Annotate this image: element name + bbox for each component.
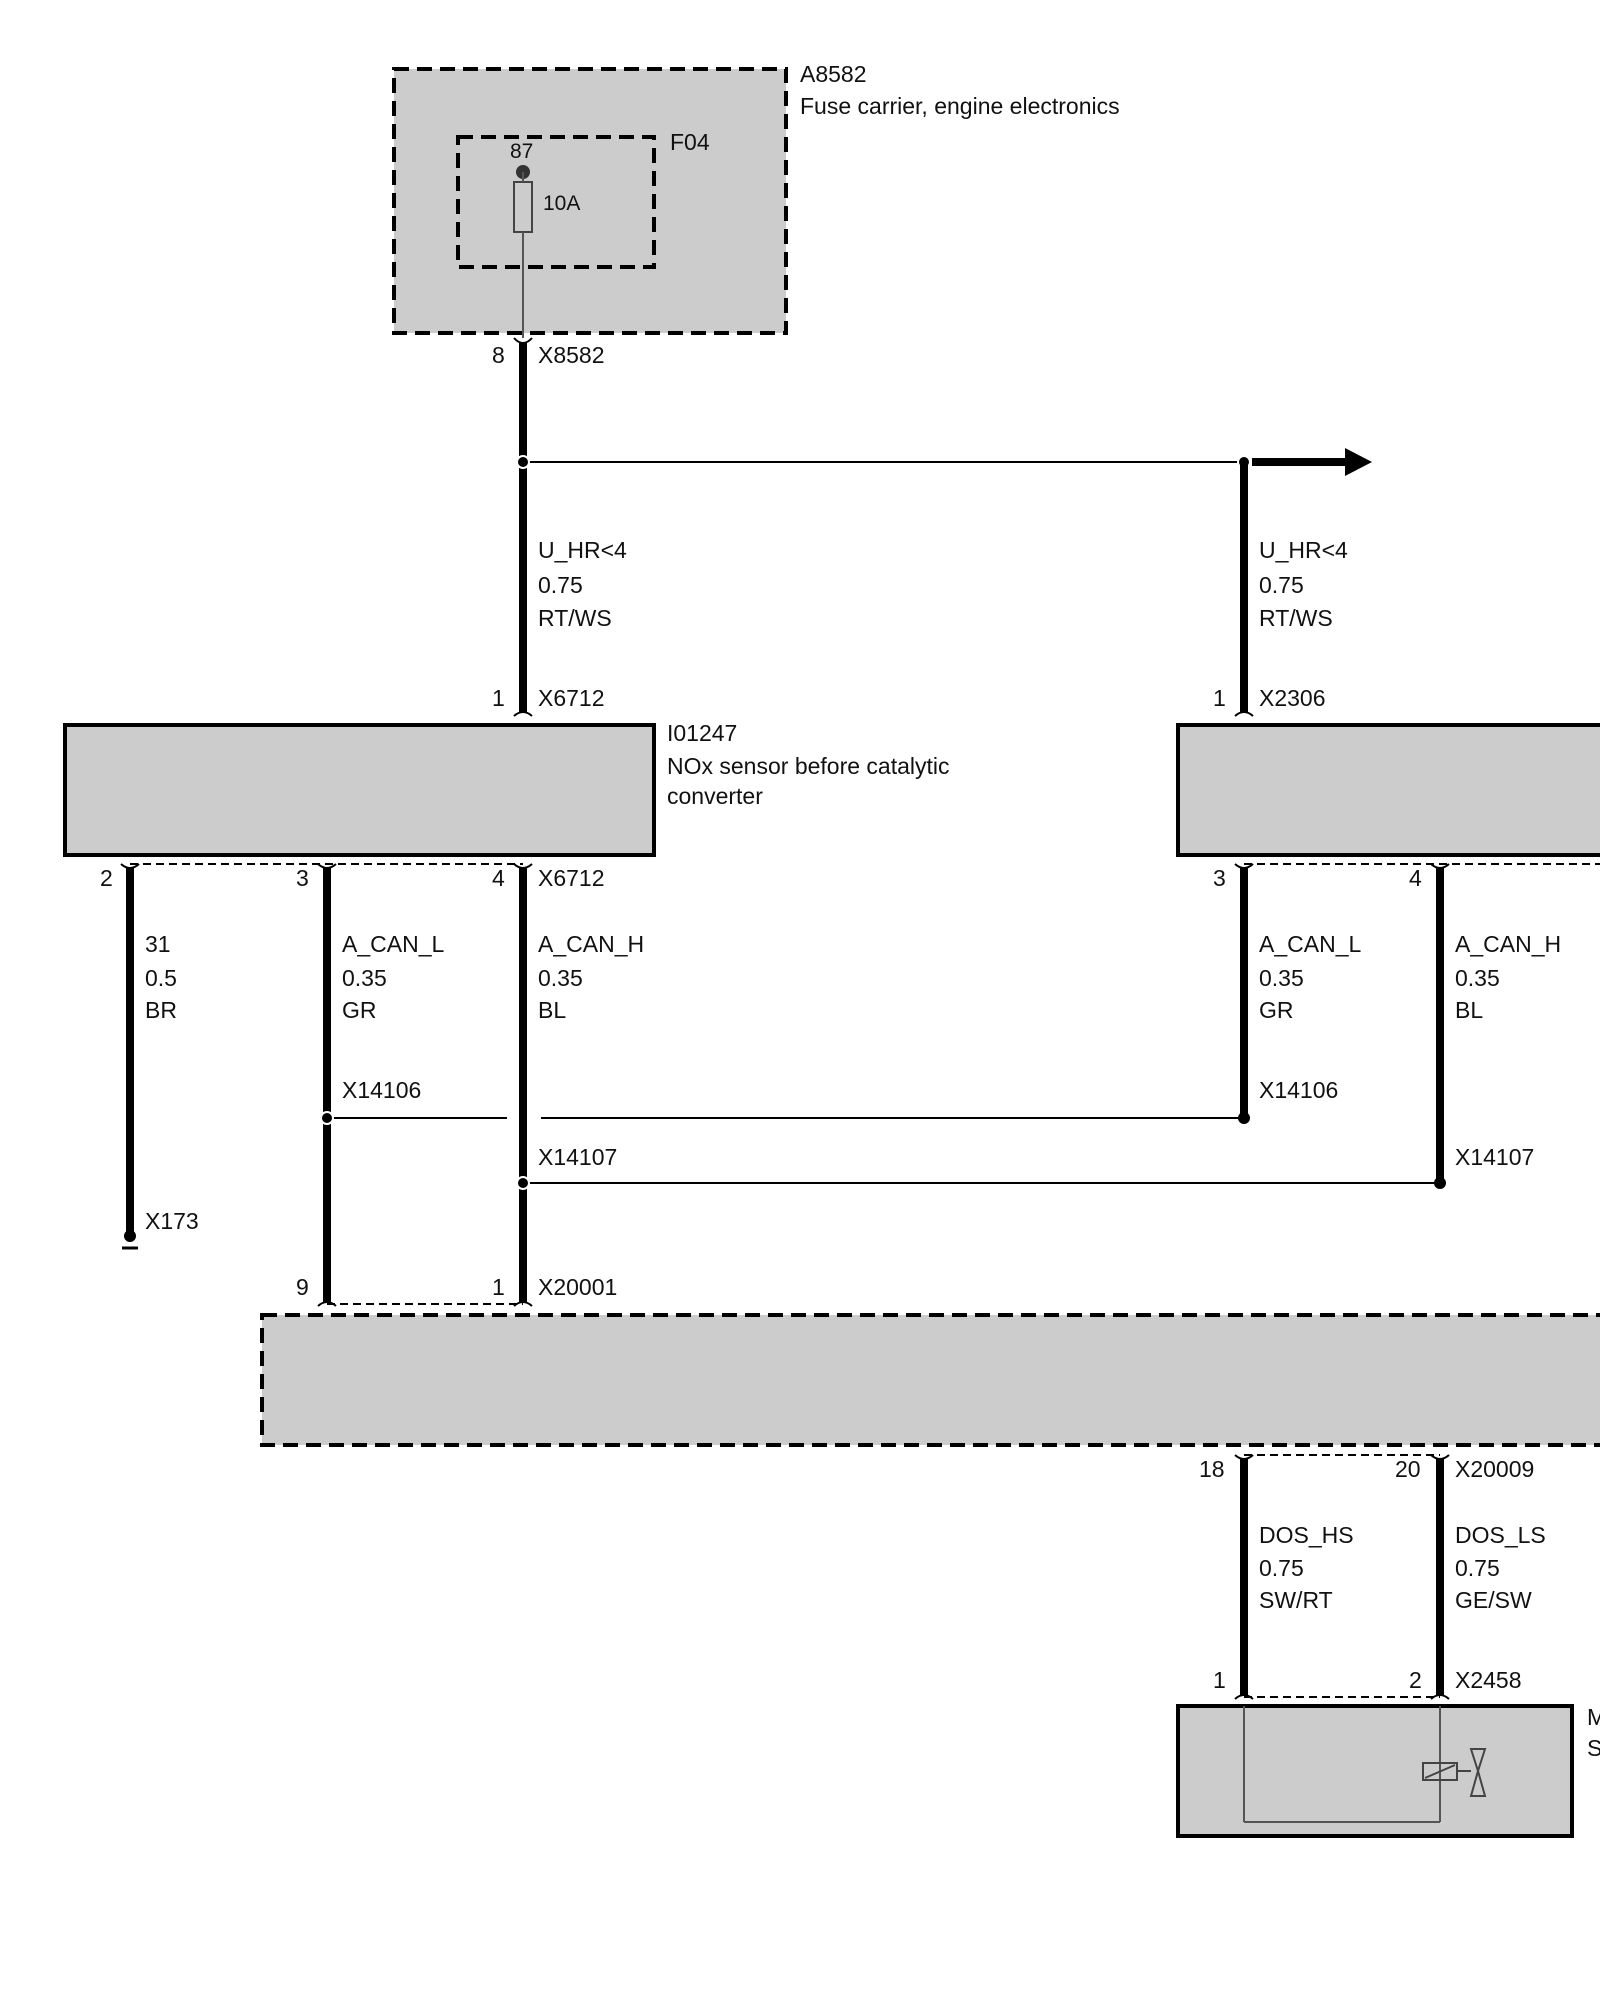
splice-label: X14107 [1455, 1144, 1534, 1170]
wire-signal: A_CAN_L [1259, 931, 1361, 957]
fuse-carrier: A8582 Fuse carrier, engine electronics F… [392, 61, 1120, 338]
fuse-carrier-box [392, 67, 788, 335]
control-unit-top-connector: X20001 [538, 1274, 617, 1300]
connector-pin-mark [317, 1301, 337, 1307]
wire-signal: A_CAN_H [538, 931, 644, 957]
wire-color: SW/RT [1259, 1587, 1333, 1613]
wire-color: BR [145, 997, 177, 1023]
wire-signal: 31 [145, 931, 171, 957]
wire-gauge: 0.75 [1259, 1555, 1304, 1581]
splice-dot [516, 455, 530, 469]
fuse-connector-pin: 8 [492, 342, 505, 368]
control-unit-pin-20: 20 [1395, 1456, 1421, 1482]
fuse-carrier-id: A8582 [800, 61, 867, 87]
wire-gauge: 0.35 [342, 965, 387, 991]
nox-sensor-id: I01247 [667, 720, 737, 746]
splice-dot [516, 1176, 530, 1190]
connector-pin-mark [1234, 711, 1254, 717]
wire-color: GR [342, 997, 377, 1023]
valve-connector: X2458 [1455, 1667, 1522, 1693]
ground-splice-dot [124, 1230, 136, 1242]
wire-color: GR [1259, 997, 1294, 1023]
wire-color: RT/WS [1259, 605, 1333, 631]
right-sensor-pin-4: 4 [1409, 865, 1422, 891]
splice-label: X14106 [1259, 1077, 1338, 1103]
splice-dot [1238, 1112, 1250, 1124]
nox-pin-4: 4 [492, 865, 505, 891]
wire-signal: U_HR<4 [538, 537, 627, 563]
wire-signal: DOS_LS [1455, 1522, 1546, 1548]
fuse-carrier-description: Fuse carrier, engine electronics [800, 93, 1120, 119]
nox-sensor-description-1: NOx sensor before catalytic [667, 753, 950, 779]
splice-label: X14107 [538, 1144, 617, 1170]
wire-signal: A_CAN_L [342, 931, 444, 957]
nox-output-connector: X6712 [538, 865, 605, 891]
arrow-right-icon [1345, 448, 1372, 476]
control-unit-box [260, 1313, 1600, 1447]
right-sensor-input-pin: 1 [1213, 685, 1226, 711]
fuse-id-label: F04 [670, 129, 710, 155]
nox-input-connector: X6712 [538, 685, 605, 711]
control-unit-pin-1: 1 [492, 1274, 505, 1300]
right-sensor-box [1176, 723, 1600, 857]
wire-gauge: 0.75 [538, 572, 583, 598]
fuse-pin-label: 87 [510, 140, 533, 163]
nox-input-pin: 1 [492, 685, 505, 711]
connector-pin-mark [513, 1301, 533, 1307]
wire-signal: DOS_HS [1259, 1522, 1354, 1548]
wire-color: BL [1455, 997, 1483, 1023]
wire-gauge: 0.5 [145, 965, 177, 991]
valve-pin-2: 2 [1409, 1667, 1422, 1693]
splice-label: X14106 [342, 1077, 421, 1103]
splice-dot [1434, 1177, 1446, 1189]
valve-label-fragment: M [1587, 1704, 1600, 1730]
nox-pin-3: 3 [296, 865, 309, 891]
wire-signal: U_HR<4 [1259, 537, 1348, 563]
control-unit-bottom-connector: X20009 [1455, 1456, 1534, 1482]
ground-splice-label: X173 [145, 1208, 199, 1234]
wire-gauge: 0.75 [1259, 572, 1304, 598]
nox-sensor-box [63, 723, 656, 857]
wire-gauge: 0.75 [1455, 1555, 1500, 1581]
connector-pin-mark [1430, 1694, 1450, 1700]
nox-pin-2: 2 [100, 865, 113, 891]
splice-dot [320, 1111, 334, 1125]
nox-sensor-description-2: converter [667, 783, 763, 809]
connector-pin-mark [513, 711, 533, 717]
wire-signal: A_CAN_H [1455, 931, 1561, 957]
wire-color: BL [538, 997, 566, 1023]
wire-gauge: 0.35 [1259, 965, 1304, 991]
fuse-rating-label: 10A [543, 192, 580, 215]
fuse-connector-label: X8582 [538, 342, 605, 368]
wire-color: RT/WS [538, 605, 612, 631]
right-sensor-input-connector: X2306 [1259, 685, 1326, 711]
control-unit-pin-9: 9 [296, 1274, 309, 1300]
wire-color: GE/SW [1455, 1587, 1532, 1613]
right-sensor-pin-3: 3 [1213, 865, 1226, 891]
dosing-valve-box [1176, 1704, 1574, 1838]
fuse-f04-box [456, 135, 656, 269]
wire-gauge: 0.35 [1455, 965, 1500, 991]
wire-gauge: 0.35 [538, 965, 583, 991]
connector-pin-mark [1234, 1694, 1254, 1700]
control-unit-pin-18: 18 [1199, 1456, 1225, 1482]
valve-label-fragment: S [1587, 1735, 1600, 1761]
valve-pin-1: 1 [1213, 1667, 1226, 1693]
solenoid-valve-icon [1243, 1706, 1487, 1823]
